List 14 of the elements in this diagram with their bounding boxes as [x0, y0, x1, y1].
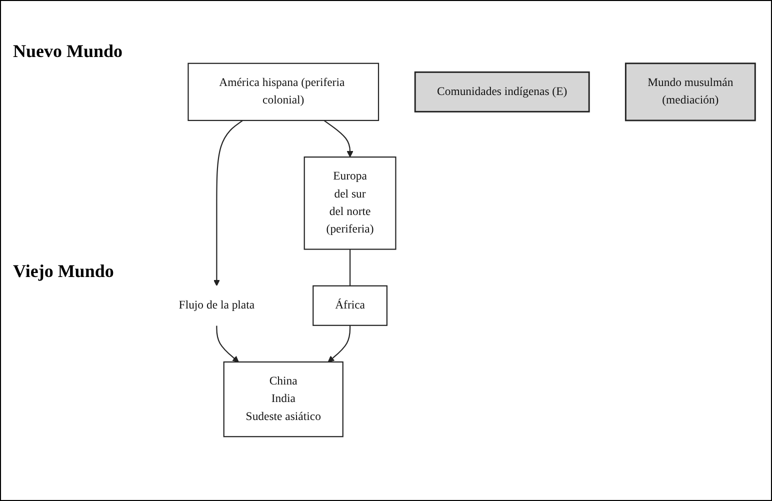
node-box: África [312, 285, 388, 326]
region-heading: Nuevo Mundo [13, 41, 123, 62]
node-text: Flujo de la plata [178, 299, 255, 312]
region-heading: Viejo Mundo [13, 261, 114, 282]
node-box: Mundo musulmán (mediación) [624, 62, 756, 122]
arrow [324, 120, 354, 158]
node-box: Europa del sur del norte (periferia) [304, 156, 396, 250]
arrow [216, 325, 239, 362]
connector [349, 249, 351, 286]
node-box: Comunidades indígenas (E) [414, 71, 590, 112]
arrow [328, 325, 351, 362]
arrow [213, 120, 244, 286]
node-box: América hispana (periferia colonial) [188, 62, 380, 122]
node-box: China India Sudeste asiático [223, 361, 344, 438]
